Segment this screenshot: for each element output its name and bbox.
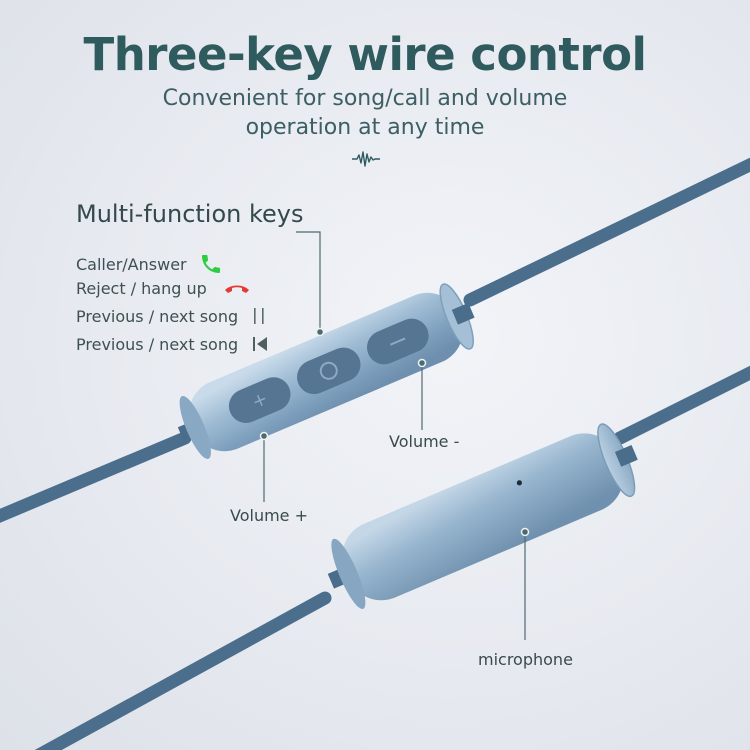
circle-icon	[319, 361, 338, 380]
legend-label: Caller/Answer	[76, 254, 187, 274]
legend-item-skip: Previous / next song	[76, 334, 268, 354]
minus-icon	[390, 337, 406, 346]
phone-answer-icon	[199, 252, 223, 276]
legend-label: Previous / next song	[76, 334, 239, 354]
remote-control: +	[177, 283, 475, 459]
callout-volume-plus: Volume +	[230, 506, 308, 525]
legend-item-answer: Caller/Answer	[76, 252, 223, 276]
skip-previous-icon	[252, 334, 268, 354]
sound-wave-icon	[352, 151, 380, 167]
page-subtitle: Convenient for song/call and volume oper…	[0, 84, 730, 142]
legend-item-hangup: Reject / hang up	[76, 279, 251, 298]
subtitle-line-1: Convenient for song/call and volume	[162, 86, 568, 111]
callout-microphone: microphone	[478, 650, 573, 669]
cable-lower	[34, 365, 750, 750]
pause-icon	[252, 306, 266, 326]
phone-hangup-icon	[223, 281, 251, 297]
microphone-unit	[327, 423, 638, 610]
multi-function-button[interactable]	[292, 342, 366, 399]
section-title: Multi-function keys	[76, 200, 304, 228]
legend-label: Reject / hang up	[76, 279, 207, 298]
page-title: Three-key wire control	[83, 28, 647, 81]
legend-item-pause: Previous / next song	[76, 306, 266, 326]
microphone-hole	[516, 480, 522, 486]
cable-upper	[0, 157, 750, 523]
callout-leaders	[263, 231, 526, 640]
legend-label: Previous / next song	[76, 306, 239, 326]
callout-dots	[259, 327, 530, 537]
volume-minus-button[interactable]	[362, 313, 434, 369]
callout-volume-minus: Volume -	[389, 432, 460, 451]
volume-plus-button[interactable]: +	[224, 372, 296, 428]
subtitle-line-2: operation at any time	[245, 115, 485, 140]
